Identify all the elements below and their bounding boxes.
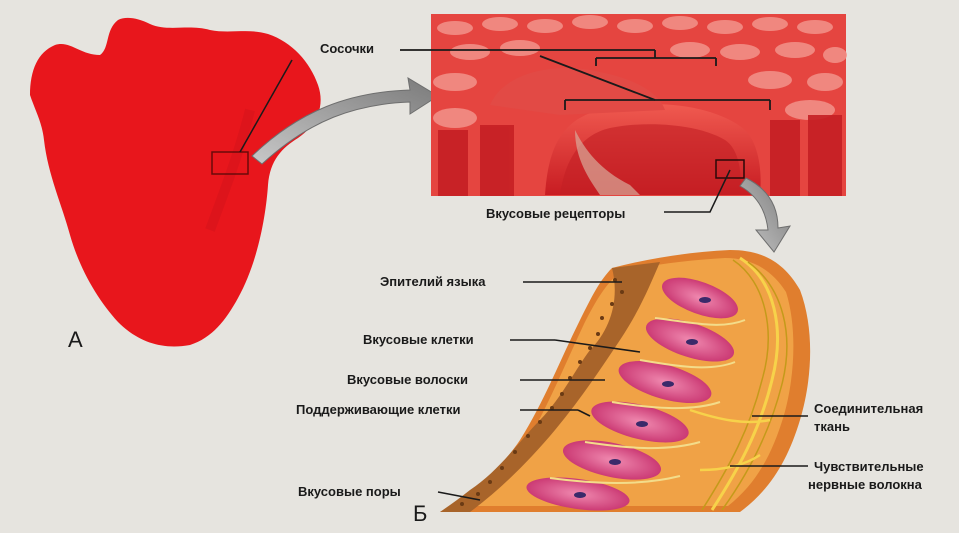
panel-a-label: А (68, 332, 83, 347)
connective-tissue-label-line2: ткань (814, 418, 850, 435)
tongue-shape (30, 18, 321, 347)
supporting-cells-label: Поддерживающие клетки (296, 402, 460, 417)
taste-pores-label: Вкусовые поры (298, 484, 401, 499)
papillae-panel (431, 14, 847, 196)
taste-receptors-label: Вкусовые рецепторы (486, 206, 625, 221)
connective-tissue-label-line1: Соединительная (814, 400, 923, 417)
taste-hairs-label: Вкусовые волоски (347, 372, 468, 387)
taste-bud-section (440, 250, 810, 516)
panel-b-label: Б (413, 506, 427, 521)
taste-cells-label: Вкусовые клетки (363, 332, 474, 347)
sensory-fibers-label-line1: Чувствительные (814, 458, 924, 475)
tongue-epithelium-label: Эпителий языка (380, 274, 485, 289)
sensory-fibers-label-line2: нервные волокна (808, 476, 922, 493)
papillae-label: Сосочки (320, 41, 374, 56)
